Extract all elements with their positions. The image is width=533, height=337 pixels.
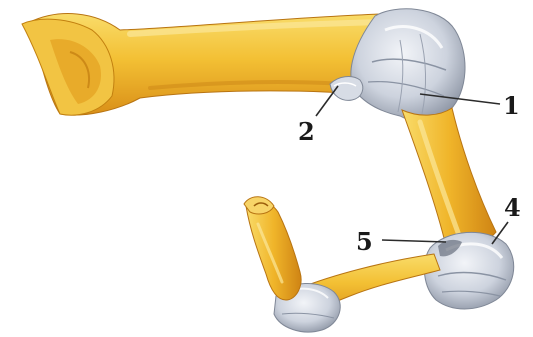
- middle-phalanx: [402, 108, 496, 248]
- upper-joint-capsule: [351, 9, 465, 121]
- label-4: 4: [504, 193, 521, 222]
- label-1: 1: [503, 91, 520, 120]
- leader-line-5: [382, 240, 446, 242]
- label-2: 2: [298, 117, 315, 146]
- distal-tip: [244, 197, 301, 300]
- label-5: 5: [356, 227, 373, 256]
- volar-plate: [330, 77, 363, 101]
